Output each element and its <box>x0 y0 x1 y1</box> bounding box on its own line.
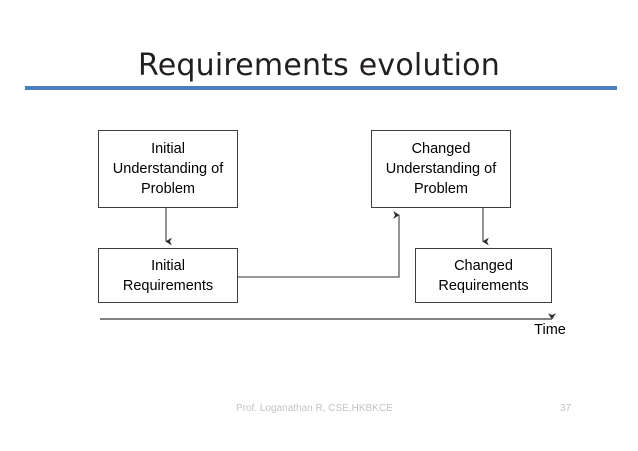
box-changed-requirements: Changed Requirements <box>415 248 552 303</box>
box-changed-understanding-of-problem: Changed Understanding of Problem <box>371 130 511 208</box>
footer-credit: Prof. Loganathan R, CSE,HKBKCE <box>236 403 393 414</box>
arrow-initial-requirements-to-changed-understanding <box>238 211 400 278</box>
page-title: Requirements evolution <box>138 48 500 83</box>
time-axis-label: Time <box>534 322 566 338</box>
box-initial-understanding-of-problem: Initial Understanding of Problem <box>98 130 238 208</box>
title-underline-rule <box>25 86 617 90</box>
slide-page-number: 37 <box>560 403 572 414</box>
box-initial-requirements: Initial Requirements <box>98 248 238 303</box>
